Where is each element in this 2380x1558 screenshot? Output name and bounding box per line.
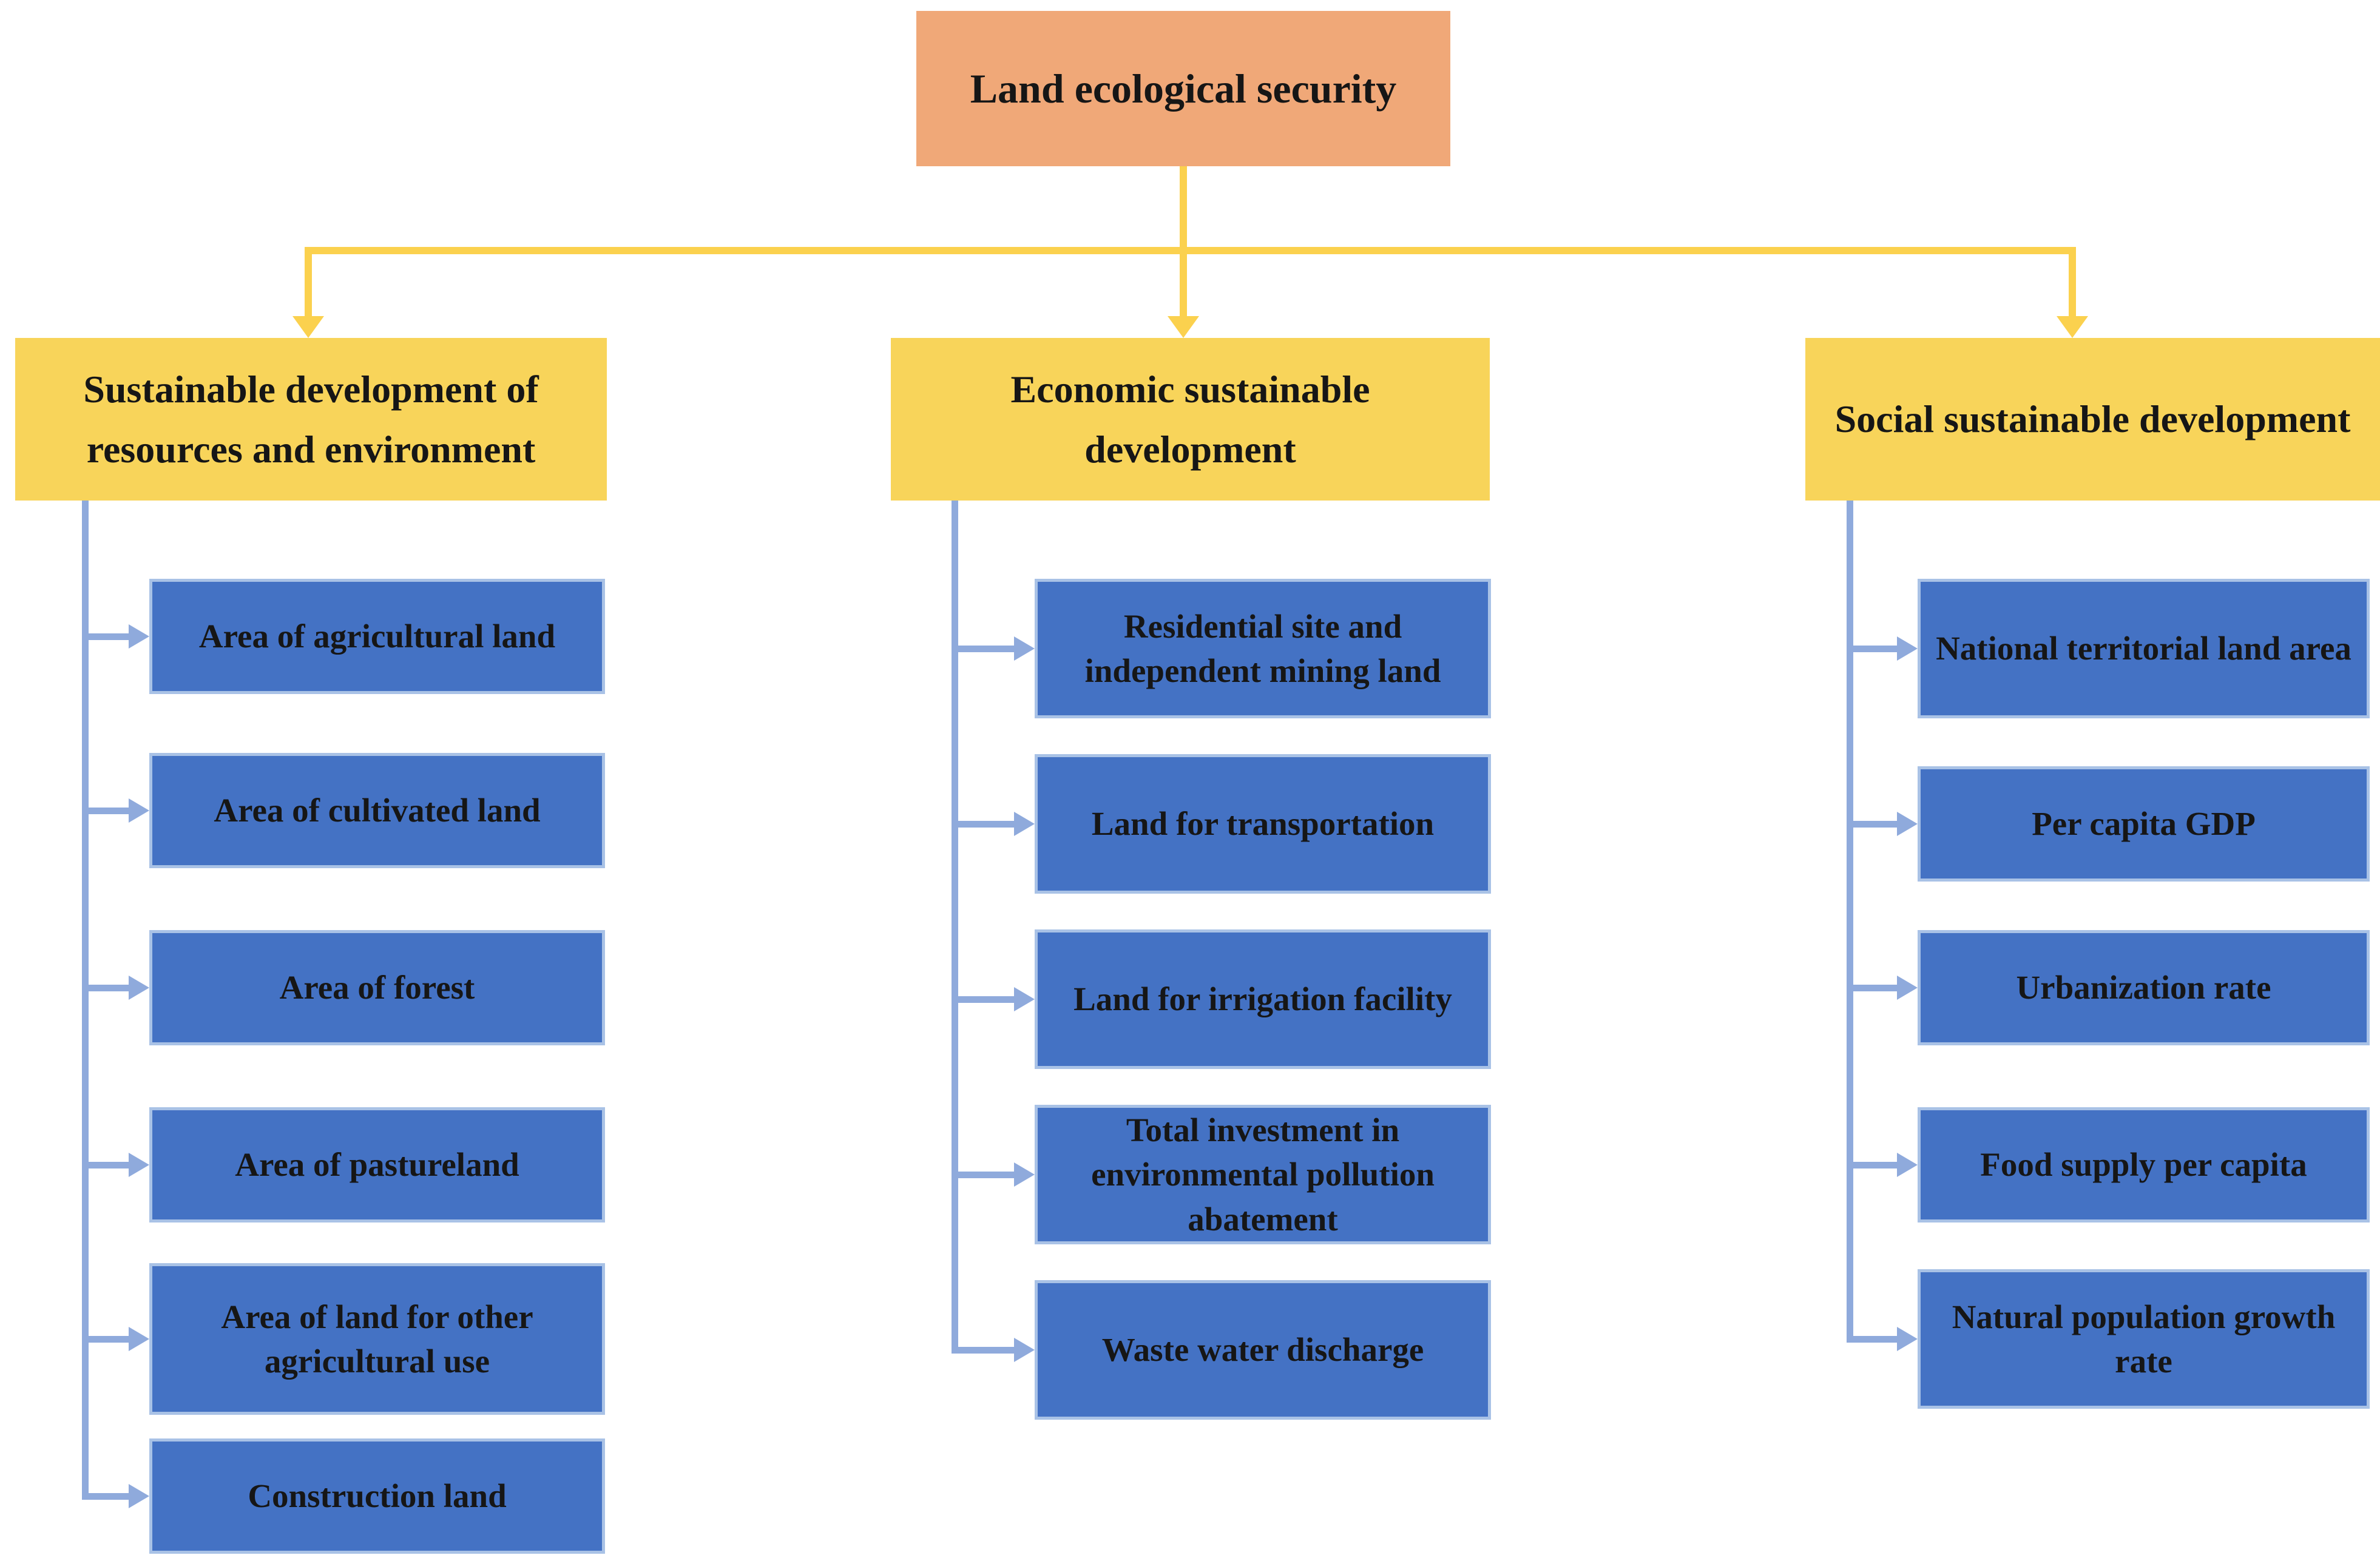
branch-node-social: Social sustainable development <box>1805 338 2380 501</box>
leaf-node: Per capita GDP <box>1918 766 2370 882</box>
arrow-right-icon <box>1014 636 1035 661</box>
leaf-node: Area of pastureland <box>149 1107 605 1222</box>
connector-line <box>952 1347 1014 1354</box>
leaf-node: Waste water discharge <box>1035 1280 1491 1420</box>
connector-line <box>82 808 129 814</box>
connector-line <box>952 1172 1014 1178</box>
leaf-node: Area of forest <box>149 930 605 1045</box>
leaf-label: Food supply per capita <box>1980 1146 2307 1184</box>
arrow-down-icon <box>2057 316 2088 338</box>
connector-line <box>1847 1336 1897 1343</box>
connector-line <box>1847 821 1897 828</box>
connector-line <box>2069 247 2076 318</box>
leaf-label: Natural population growth rate <box>1952 1298 2336 1380</box>
leaf-node: Urbanization rate <box>1918 930 2370 1045</box>
leaf-node: Construction land <box>149 1438 605 1554</box>
connector-line <box>82 501 89 1496</box>
connector-line <box>82 1493 129 1500</box>
connector-line <box>1847 1162 1897 1168</box>
connector-line <box>1180 166 1187 318</box>
arrow-right-icon <box>129 1153 149 1177</box>
arrow-down-icon <box>1168 316 1199 338</box>
leaf-node: Land for irrigation facility <box>1035 929 1491 1069</box>
leaf-label: Per capita GDP <box>2032 805 2256 843</box>
arrow-right-icon <box>1014 812 1035 836</box>
leaf-label: National territorial land area <box>1936 630 2351 667</box>
connector-line <box>952 821 1014 828</box>
root-node: Land ecological security <box>916 11 1450 166</box>
leaf-label: Total investment in environmental pollut… <box>1091 1111 1435 1238</box>
leaf-label: Area of cultivated land <box>214 792 541 829</box>
leaf-node: Food supply per capita <box>1918 1107 2370 1222</box>
branch-label: Social sustainable development <box>1834 397 2351 441</box>
arrow-right-icon <box>1897 1327 1918 1351</box>
connector-line <box>82 633 129 640</box>
leaf-label: Residential site and independent mining … <box>1084 607 1441 689</box>
connector-line <box>82 1336 129 1343</box>
arrow-right-icon <box>129 976 149 1000</box>
leaf-node: Residential site and independent mining … <box>1035 579 1491 718</box>
connector-line <box>1847 985 1897 991</box>
arrow-down-icon <box>292 316 324 338</box>
arrow-right-icon <box>1897 1153 1918 1177</box>
branch-node-resources-environment: Sustainable development of resources and… <box>15 338 607 501</box>
connector-line <box>952 646 1014 652</box>
leaf-label: Area of agricultural land <box>198 618 556 655</box>
root-label: Land ecological security <box>970 66 1397 112</box>
leaf-node: National territorial land area <box>1918 579 2370 718</box>
leaf-label: Urbanization rate <box>2016 969 2271 1007</box>
arrow-right-icon <box>129 1484 149 1508</box>
leaf-label: Area of pastureland <box>235 1146 519 1184</box>
arrow-right-icon <box>1897 636 1918 661</box>
connector-line <box>952 996 1014 1003</box>
branch-label: Sustainable development of resources and… <box>83 367 539 471</box>
leaf-node: Natural population growth rate <box>1918 1269 2370 1409</box>
arrow-right-icon <box>1014 987 1035 1011</box>
arrow-right-icon <box>1897 812 1918 836</box>
connector-line <box>1847 646 1897 652</box>
leaf-node: Land for transportation <box>1035 754 1491 894</box>
leaf-label: Land for transportation <box>1091 805 1435 843</box>
connector-line <box>952 501 958 1350</box>
leaf-node: Total investment in environmental pollut… <box>1035 1105 1491 1244</box>
branch-node-economic: Economic sustainable development <box>891 338 1490 501</box>
leaf-label: Construction land <box>248 1477 507 1515</box>
connector-line <box>82 1162 129 1168</box>
branch-label: Economic sustainable development <box>1010 367 1370 471</box>
leaf-node: Area of land for other agricultural use <box>149 1263 605 1415</box>
leaf-node: Area of agricultural land <box>149 579 605 694</box>
leaf-label: Area of forest <box>279 969 475 1007</box>
arrow-right-icon <box>1014 1338 1035 1362</box>
arrow-right-icon <box>129 624 149 649</box>
leaf-label: Land for irrigation facility <box>1073 980 1452 1018</box>
connector-line <box>305 247 2076 254</box>
connector-line <box>305 247 312 318</box>
connector-line <box>1847 501 1853 1339</box>
arrow-right-icon <box>1897 976 1918 1000</box>
leaf-label: Waste water discharge <box>1101 1331 1424 1369</box>
arrow-right-icon <box>129 1327 149 1351</box>
leaf-node: Area of cultivated land <box>149 753 605 868</box>
arrow-right-icon <box>129 798 149 823</box>
arrow-right-icon <box>1014 1162 1035 1187</box>
leaf-label: Area of land for other agricultural use <box>221 1298 533 1380</box>
connector-line <box>82 985 129 991</box>
